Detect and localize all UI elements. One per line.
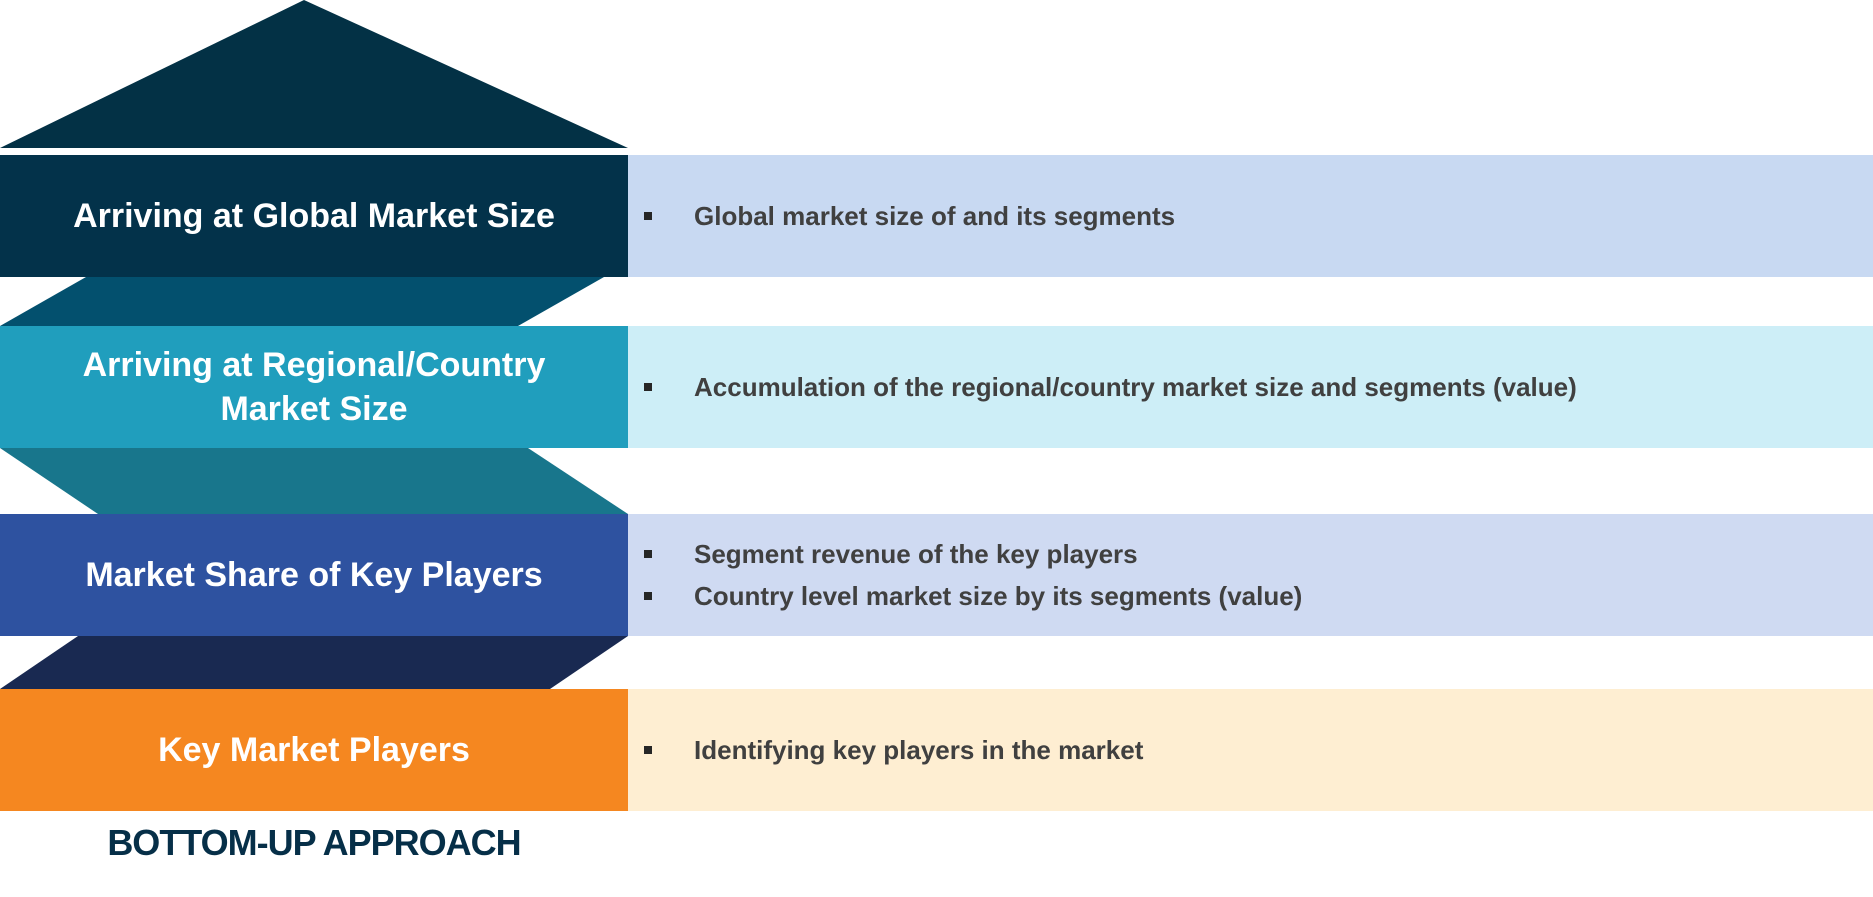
roof-arrow-shape xyxy=(0,0,628,148)
bullet-item: Segment revenue of the key players xyxy=(644,533,1873,575)
detail-band-global: Global market size of and its segments xyxy=(628,155,1873,277)
bullet-item: Global market size of and its segments xyxy=(644,195,1873,237)
detail-band-regional: Accumulation of the regional/country mar… xyxy=(628,326,1873,448)
bullet-square-icon xyxy=(644,746,652,754)
detail-band-market-share: Segment revenue of the key players Count… xyxy=(628,514,1873,636)
bullet-text: Global market size of and its segments xyxy=(694,200,1176,231)
connector-1 xyxy=(0,277,604,326)
connector-3-shape xyxy=(0,636,628,689)
bullet-text: Identifying key players in the market xyxy=(694,734,1144,765)
stage-label: Key Market Players xyxy=(158,731,470,769)
bullet-square-icon xyxy=(644,383,652,391)
bullet-text: Country level market size by its segment… xyxy=(694,580,1303,611)
roof-arrow xyxy=(0,0,628,148)
approach-title: BOTTOM-UP APPROACH xyxy=(107,822,521,863)
connector-2 xyxy=(0,448,628,514)
bullet-square-icon xyxy=(644,592,652,600)
bullet-text: Accumulation of the regional/country mar… xyxy=(694,371,1577,402)
connector-2-shape xyxy=(0,448,628,514)
stage-label: Market Share of Key Players xyxy=(85,556,543,594)
stage-key-market-players: Key Market Players xyxy=(0,689,628,811)
stage-market-share-key-players: Market Share of Key Players xyxy=(0,514,628,636)
connector-3 xyxy=(0,636,628,689)
bullet-text: Segment revenue of the key players xyxy=(694,538,1138,569)
connector-1-shape xyxy=(0,277,604,326)
detail-band-key-players: Identifying key players in the market xyxy=(628,689,1873,811)
bullet-item: Accumulation of the regional/country mar… xyxy=(644,366,1873,408)
bullet-item: Identifying key players in the market xyxy=(644,729,1873,771)
bullet-square-icon xyxy=(644,212,652,220)
stage-label: Arriving at Global Market Size xyxy=(73,197,555,235)
bullet-item: Country level market size by its segment… xyxy=(644,575,1873,617)
stage-global-market-size: Arriving at Global Market Size xyxy=(0,155,628,277)
stage-regional-country-market-size: Arriving at Regional/Country Market Size xyxy=(0,326,628,448)
bullet-square-icon xyxy=(644,550,652,558)
stage-label: Arriving at Regional/Country Market Size xyxy=(82,346,546,428)
